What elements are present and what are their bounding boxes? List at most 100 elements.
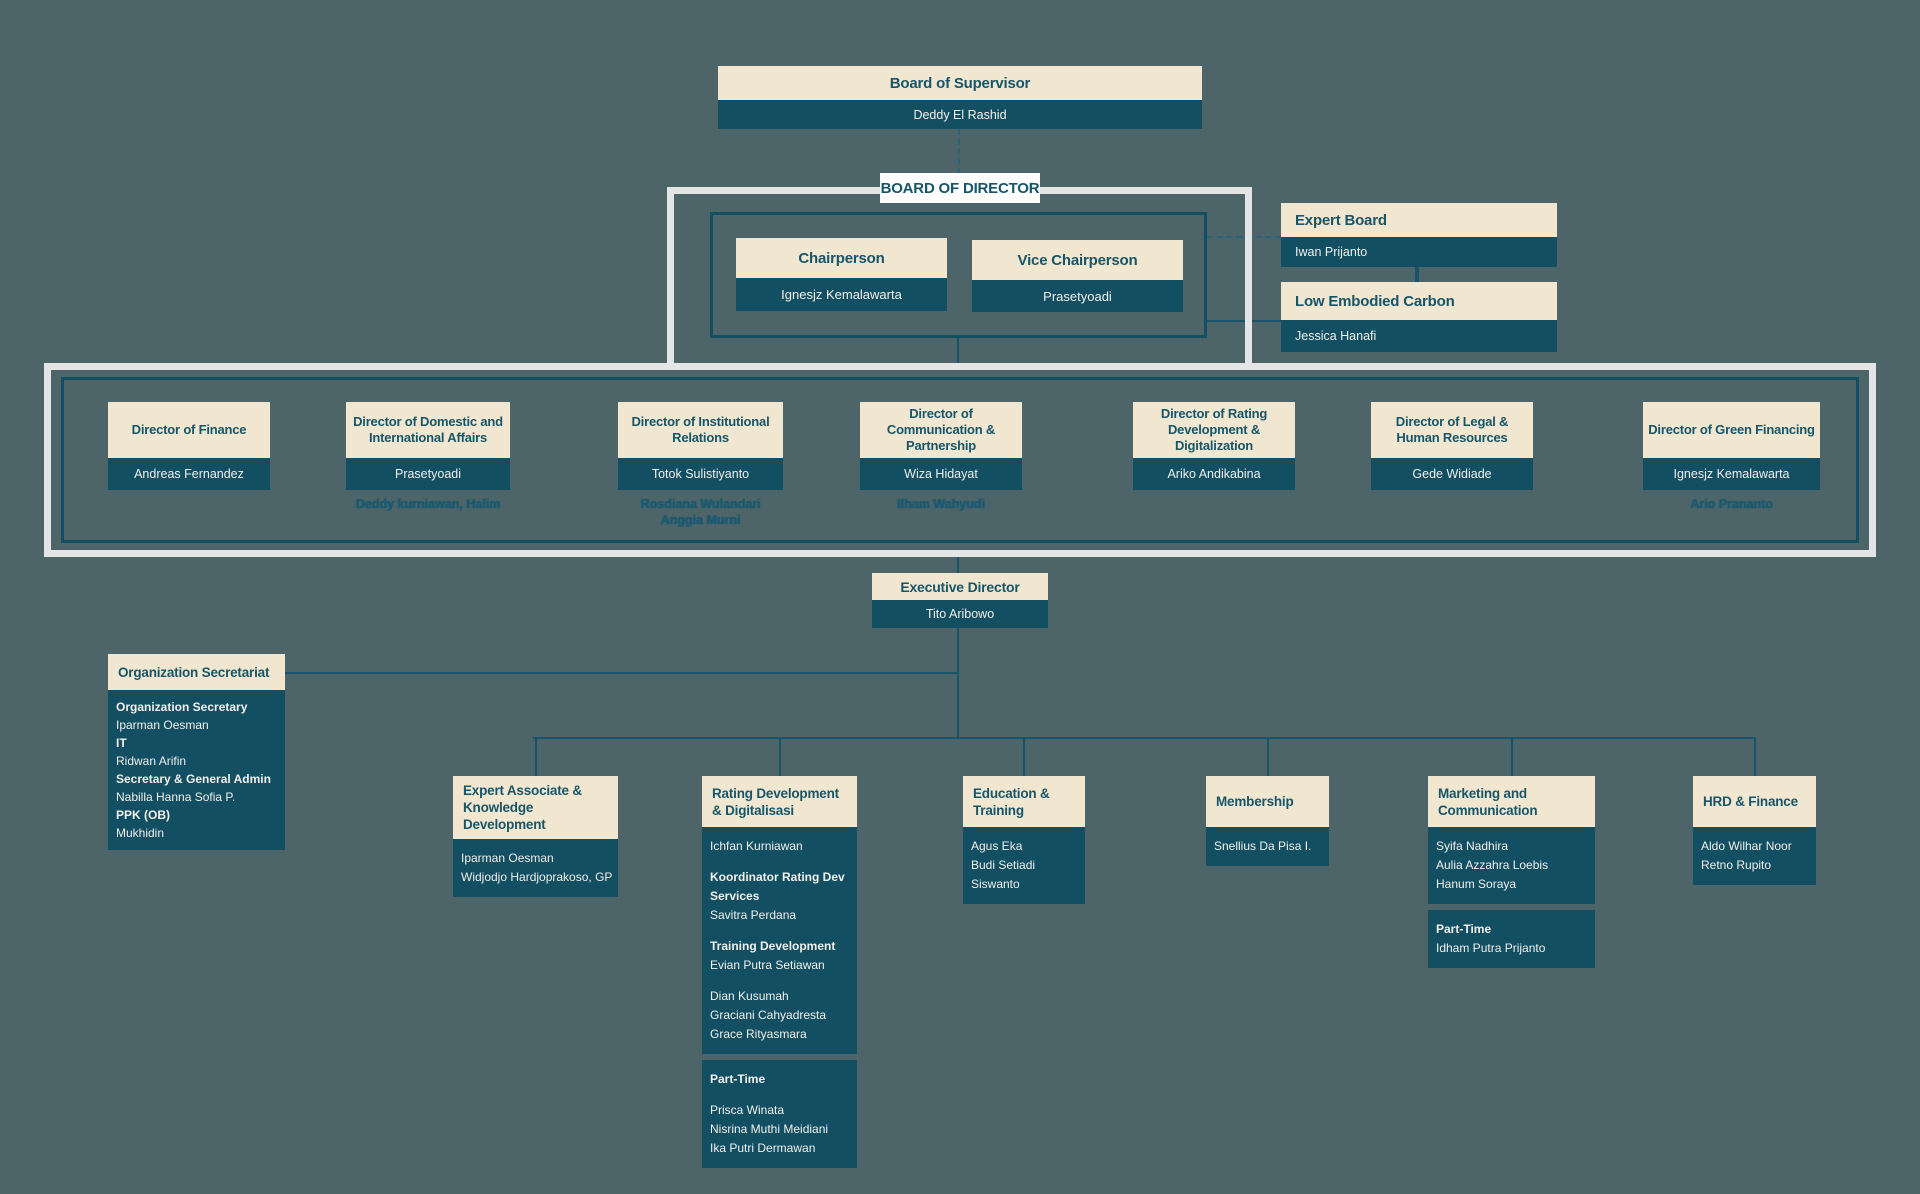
directors-outline — [44, 363, 1876, 557]
secretariat-line: IT — [116, 736, 127, 750]
connector-board-to-directors — [957, 338, 959, 363]
director-name: Wiza Hidayat — [860, 458, 1022, 490]
department-title: Marketing and Communication — [1428, 776, 1595, 827]
director-box: Director of Rating Development & Digital… — [1133, 402, 1295, 490]
department-member: Budi Setiadi — [971, 858, 1036, 872]
secretariat-line: Iparman Oesman — [116, 718, 209, 732]
secretariat-line: PPK (OB) — [116, 808, 170, 822]
director-name: Ignesjz Kemalawarta — [1643, 458, 1820, 490]
department-member: Aldo Wilhar Noor — [1701, 839, 1792, 853]
board-of-director-label: BOARD OF DIRECTOR — [880, 173, 1040, 203]
director-assistant-name: Ilham Wahyudi — [897, 497, 985, 511]
secretariat-line: Ridwan Arifin — [116, 754, 187, 768]
chairperson-title: Chairperson — [736, 238, 947, 278]
director-title: Director of Domestic and International A… — [346, 402, 510, 458]
department-part-time-member: Part-Time — [710, 1072, 766, 1086]
department-title: Expert Associate & Knowledge Development — [453, 776, 618, 839]
department-member: Syifa Nadhira — [1436, 839, 1509, 853]
department-members: Snellius Da Pisa I. — [1206, 827, 1329, 866]
connector-expert-board-dashed — [1207, 236, 1281, 238]
secretariat-line: Secretary & General Admin — [116, 772, 271, 786]
department-part-time-member: Idham Putra Prijanto — [1436, 941, 1546, 955]
expert-board-title: Expert Board — [1281, 203, 1557, 237]
connector-department-drop — [1267, 737, 1269, 776]
expert-board-name: Iwan Prijanto — [1281, 237, 1557, 267]
department-member: Koordinator Rating Dev Services — [710, 870, 845, 903]
director-name: Prasetyoadi — [346, 458, 510, 490]
department-part-time-member: Nisrina Muthi Meidiani — [710, 1122, 829, 1136]
organization-secretariat-title: Organization Secretariat — [108, 654, 285, 690]
chairperson-name: Ignesjz Kemalawarta — [736, 278, 947, 311]
director-title: Director of Rating Development & Digital… — [1133, 402, 1295, 458]
director-name: Andreas Fernandez — [108, 458, 270, 490]
department-member: Ichfan Kurniawan — [710, 839, 803, 853]
board-of-supervisor-box: Board of Supervisor Deddy El Rashid — [718, 66, 1202, 129]
director-title: Director of Institutional Relations — [618, 402, 783, 458]
connector-department-drop — [1754, 737, 1756, 776]
department-member: Widjodjo Hardjoprakoso, GP — [461, 870, 613, 884]
department-member: Agus Eka — [971, 839, 1023, 853]
department-title: Membership — [1206, 776, 1329, 827]
executive-director-title: Executive Director — [872, 573, 1048, 600]
department-box: Expert Associate & Knowledge Development… — [453, 776, 618, 897]
connector-department-drop — [1511, 737, 1513, 776]
department-member: Iparman Oesman — [461, 851, 554, 865]
director-box: Director of Domestic and International A… — [346, 402, 510, 512]
director-assistant-name: Deddy kurniawan, Halim — [355, 497, 501, 511]
director-assistants: Ario Prananto — [1643, 496, 1820, 512]
connector-directors-to-executive — [957, 557, 959, 574]
director-title: Director of Green Financing — [1643, 402, 1820, 458]
connector-department-drop — [1023, 737, 1025, 776]
department-member: Siswanto — [971, 877, 1020, 891]
director-assistant-name: Ario Prananto — [1690, 497, 1773, 511]
department-member: Graciani Cahyadresta — [710, 1008, 827, 1022]
department-title: Rating Development & Digitalisasi — [702, 776, 857, 827]
director-name: Ariko Andikabina — [1133, 458, 1295, 490]
expert-board-box: Expert Board Iwan Prijanto — [1281, 203, 1557, 267]
secretariat-line: Nabilla Hanna Sofia P. — [116, 790, 236, 804]
department-title: HRD & Finance — [1693, 776, 1816, 827]
chair-frame — [710, 212, 1207, 338]
director-title: Director of Communication & Partnership — [860, 402, 1022, 458]
department-title: Education & Training — [963, 776, 1085, 827]
connector-secretariat — [285, 672, 958, 674]
secretariat-line: Mukhidin — [116, 826, 165, 840]
organization-secretariat-box: Organization Secretariat Organization Se… — [108, 654, 285, 850]
low-embodied-carbon-box: Low Embodied Carbon Jessica Hanafi — [1281, 282, 1557, 352]
director-name: Gede Widiade — [1371, 458, 1533, 490]
director-assistants: Deddy kurniawan, Halim — [346, 496, 510, 512]
vice-chairperson-title: Vice Chairperson — [972, 240, 1183, 280]
department-member: Grace Rityasmara — [710, 1027, 807, 1041]
connector-expert-to-lec — [1415, 266, 1419, 282]
board-of-supervisor-name: Deddy El Rashid — [718, 100, 1202, 129]
connector-executive-down — [957, 628, 959, 737]
department-member: Evian Putra Setiawan — [710, 958, 825, 972]
department-member: Training Development — [710, 939, 836, 953]
low-embodied-carbon-name: Jessica Hanafi — [1281, 320, 1557, 352]
department-member: Aulia Azzahra Loebis — [1436, 858, 1549, 872]
department-part-time-member: Prisca Winata — [710, 1103, 785, 1117]
connector-departments-rail — [533, 737, 1755, 739]
department-part-time-member: Part-Time — [1436, 922, 1492, 936]
department-member: Dian Kusumah — [710, 989, 789, 1003]
connector-department-drop — [779, 737, 781, 776]
executive-director-name: Tito Aribowo — [872, 600, 1048, 628]
director-assistant-name: Rosdiana Wulandari — [640, 497, 761, 511]
director-assistant-name: Anggia Murni — [660, 513, 741, 527]
department-member: Snellius Da Pisa I. — [1214, 839, 1312, 853]
